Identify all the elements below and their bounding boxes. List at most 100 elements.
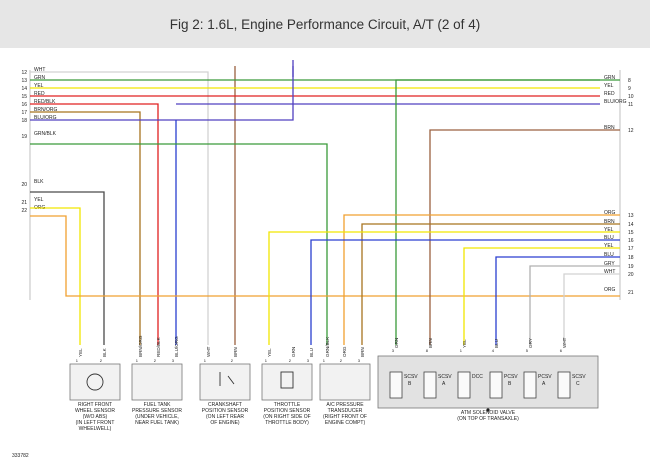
component-wire-label: BRN [233, 347, 238, 357]
solenoid-valve-label: PCSV [504, 374, 518, 380]
component-wire-pin: 1 [136, 358, 139, 363]
solenoid-valve-sub: C [576, 381, 580, 387]
component-label: POSITION SENSOR [264, 408, 311, 414]
component-label: (IN LEFT FRONT [76, 420, 115, 426]
wire-wht-20 [563, 273, 620, 345]
solenoid-wire-label: YEL [462, 339, 467, 348]
component-wire-label: BLK [102, 347, 107, 357]
component-wire-label: BLU/ORG [174, 336, 179, 357]
wheel-sensor-symbol [86, 373, 104, 391]
solenoid-valve-sub: B [508, 381, 512, 387]
component-wire-pin: 1 [204, 358, 207, 363]
component-label: THROTTLE [274, 402, 301, 408]
left-bus-label: BLK [34, 179, 44, 185]
wire-wht-12 [30, 71, 209, 345]
solenoid-wire-pin: 1 [460, 348, 463, 353]
component-label: CRANKSHAFT [208, 402, 242, 408]
component-wire-pin: 3 [307, 358, 310, 363]
component-wire-pin: 1 [76, 358, 79, 363]
right-top-label: BRN [604, 125, 615, 131]
solenoid-wire-label: GRY [528, 338, 533, 348]
left-bus-label: GRN [34, 75, 46, 81]
right-top-pin: 9 [628, 86, 631, 92]
solenoid-valve-label: SCSV [404, 374, 418, 380]
component-wire-label: ORG [342, 346, 347, 357]
left-bus-pin: 16 [21, 102, 27, 108]
right-bottom-pin: 18 [628, 255, 634, 261]
solenoid-coil [489, 371, 503, 399]
solenoid-valve-label: PCSV [538, 374, 552, 380]
solenoid-wire-pin: 4 [492, 348, 495, 353]
solenoid-coil [457, 371, 471, 399]
left-bus-pin: 17 [21, 110, 27, 116]
right-bottom-label: BLU [604, 252, 614, 258]
component-label: (RIGHT FRONT OF [323, 414, 367, 420]
wire-yel-15 [268, 231, 620, 345]
right-bottom-pin: 15 [628, 230, 634, 236]
right-bottom-pin: 20 [628, 272, 634, 278]
component-label: A/C PRESSURE [326, 402, 364, 408]
component-label: RIGHT FRONT [78, 402, 112, 408]
left-bus-pin: 19 [21, 134, 27, 140]
solenoid-valve-sub: B [408, 381, 412, 387]
solenoid-wire-label: BRN [428, 338, 433, 348]
right-top-pin: 8 [628, 78, 631, 84]
left-bus-label: YEL [34, 197, 44, 203]
component-wire-pin: 3 [172, 358, 175, 363]
left-bus-pin: 22 [21, 208, 27, 214]
wire-brnorg-17 [30, 111, 141, 345]
right-bottom-label: ORG [604, 210, 616, 216]
left-bus-label: RED [34, 91, 45, 97]
component-wire-label: BRN/ORG [138, 335, 143, 357]
component-wire-label: BRN [360, 347, 365, 357]
solenoid-valve-label: DCC [472, 374, 483, 380]
component-label: POSITION SENSOR [202, 408, 249, 414]
right-bottom-label: YEL [604, 227, 614, 233]
right-bottom-pin: 14 [628, 222, 634, 228]
wire-redblk-16 [30, 103, 159, 345]
component-wire-label: WHT [206, 346, 211, 357]
right-bottom-label: YEL [604, 243, 614, 249]
component-wire-pin: 2 [289, 358, 292, 363]
right-bottom-pin: 21 [628, 290, 634, 296]
component-label: (ON LEFT REAR [206, 414, 244, 420]
component-wire-label: BLU [309, 348, 314, 357]
left-bus-pin: 15 [21, 94, 27, 100]
wire-brn-14 [361, 223, 620, 345]
wire-blu-18 [495, 256, 620, 345]
component-wire-pin: 2 [231, 358, 234, 363]
figure-id: 333782 [12, 453, 29, 459]
component-label: OF ENGINE) [210, 420, 240, 426]
wire-yel-17 [463, 247, 620, 345]
right-bottom-label: ORG [604, 287, 616, 293]
component-wire-pin: 1 [265, 358, 268, 363]
left-bus-label: BLU/ORG [34, 115, 57, 121]
right-top-label: BLU/ORG [604, 99, 627, 105]
left-bus-label: BRN/ORG [34, 107, 57, 113]
left-bus-pin: 18 [21, 118, 27, 124]
right-top-label: RED [604, 91, 615, 97]
left-bus-label: WHT [34, 67, 45, 73]
component-label: WHEELWELL) [79, 426, 112, 432]
left-bus-pin: 13 [21, 78, 27, 84]
title-bar: Fig 2: 1.6L, Engine Performance Circuit,… [0, 0, 650, 48]
wire-org-13 [343, 214, 620, 345]
component-box-ac-transducer [319, 363, 371, 401]
right-bottom-label: BLU [604, 235, 614, 241]
component-wire-label: YEL [267, 348, 272, 357]
ground-dot [486, 408, 490, 412]
component-label: (W/O ABS) [83, 414, 108, 420]
right-bottom-pin: 16 [628, 238, 634, 244]
solenoid-coil [557, 371, 571, 399]
right-top-label: YEL [604, 83, 614, 89]
wire-grnblk-19 [30, 143, 328, 345]
wire-gry-19 [529, 265, 620, 345]
left-bus-pin: 12 [21, 70, 27, 76]
right-bottom-label: GRY [604, 261, 615, 267]
component-label: NEAR FUEL TANK) [135, 420, 179, 426]
solenoid-wire-label: WHT [562, 337, 567, 348]
component-wire-label: YEL [78, 348, 83, 357]
component-label: TRANSDUCER [328, 408, 363, 414]
component-box-crankshaft-sensor [199, 363, 251, 401]
